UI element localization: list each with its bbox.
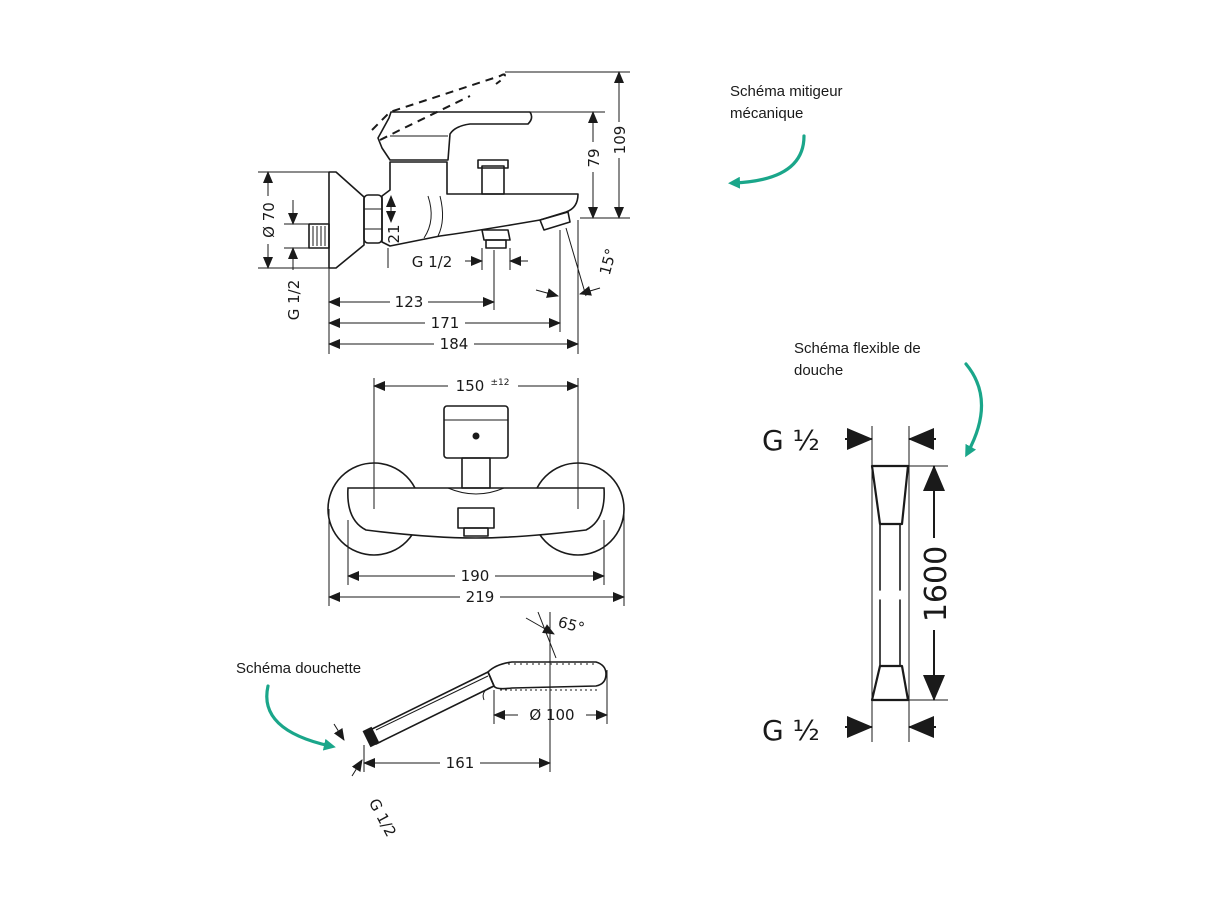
union-nut xyxy=(363,194,383,244)
mixer-top-view: 150 ±12 190 219 xyxy=(327,375,625,606)
handshower-view: 65° Ø 100 161 G 1/2 xyxy=(333,611,608,840)
callout-arrow-handshower xyxy=(265,684,336,751)
dim-171: 171 xyxy=(431,314,460,332)
wall-flange xyxy=(328,171,365,269)
dim-100: Ø 100 xyxy=(529,706,574,724)
handle-outline xyxy=(369,671,495,745)
dim-150: 150 xyxy=(456,377,485,395)
hose-bottom-fitting xyxy=(870,664,910,702)
cartridge-top xyxy=(461,457,491,489)
hose-top-fitting xyxy=(870,464,910,526)
mixer-body xyxy=(381,161,579,247)
dim-65deg: 65° xyxy=(556,613,586,637)
wall-thread xyxy=(308,223,330,249)
lever-top xyxy=(443,405,509,459)
handle-thread xyxy=(362,726,380,748)
dim-190: 190 xyxy=(461,567,490,585)
dim-161: 161 xyxy=(446,754,475,772)
lever-raised-outline xyxy=(371,73,506,131)
dim-70: Ø 70 xyxy=(260,202,278,238)
dim-g12-left: G 1/2 xyxy=(285,280,303,321)
dim-21: 21 xyxy=(385,224,403,243)
dim-79: 79 xyxy=(585,148,603,167)
spout-tip xyxy=(539,211,571,231)
callout-arrow-hose xyxy=(964,362,984,458)
dim-15deg: 15° xyxy=(596,247,620,277)
dim-184: 184 xyxy=(440,335,469,353)
caption-mixer: Schéma mitigeur mécanique xyxy=(730,83,843,122)
shower-head xyxy=(487,661,607,690)
dim-g12-handshower: G 1/2 xyxy=(365,796,400,840)
dim-hose-top: G ½ xyxy=(762,424,820,457)
caption-hose: Schéma flexible de douche xyxy=(794,340,921,379)
dim-1600: 1600 xyxy=(919,546,954,622)
dim-123: 123 xyxy=(395,293,424,311)
hose-view: G ½ G ½ 1600 xyxy=(762,424,954,747)
dim-150-tol: ±12 xyxy=(491,378,510,388)
caption-handshower: Schéma douchette xyxy=(236,660,362,677)
dim-219: 219 xyxy=(466,588,495,606)
mixer-lever xyxy=(377,111,533,161)
dim-g12-outlet: G 1/2 xyxy=(412,253,453,271)
dim-hose-bottom: G ½ xyxy=(762,714,820,747)
diverter-knob xyxy=(481,165,505,195)
outlet-connector xyxy=(481,229,511,241)
callout-arrow-mixer xyxy=(728,134,806,189)
dim-109: 109 xyxy=(611,126,629,155)
mixer-body-top xyxy=(347,487,605,539)
mixer-side-view: 109 79 Ø 70 G 1/2 21 G 1/2 15° xyxy=(258,71,630,354)
